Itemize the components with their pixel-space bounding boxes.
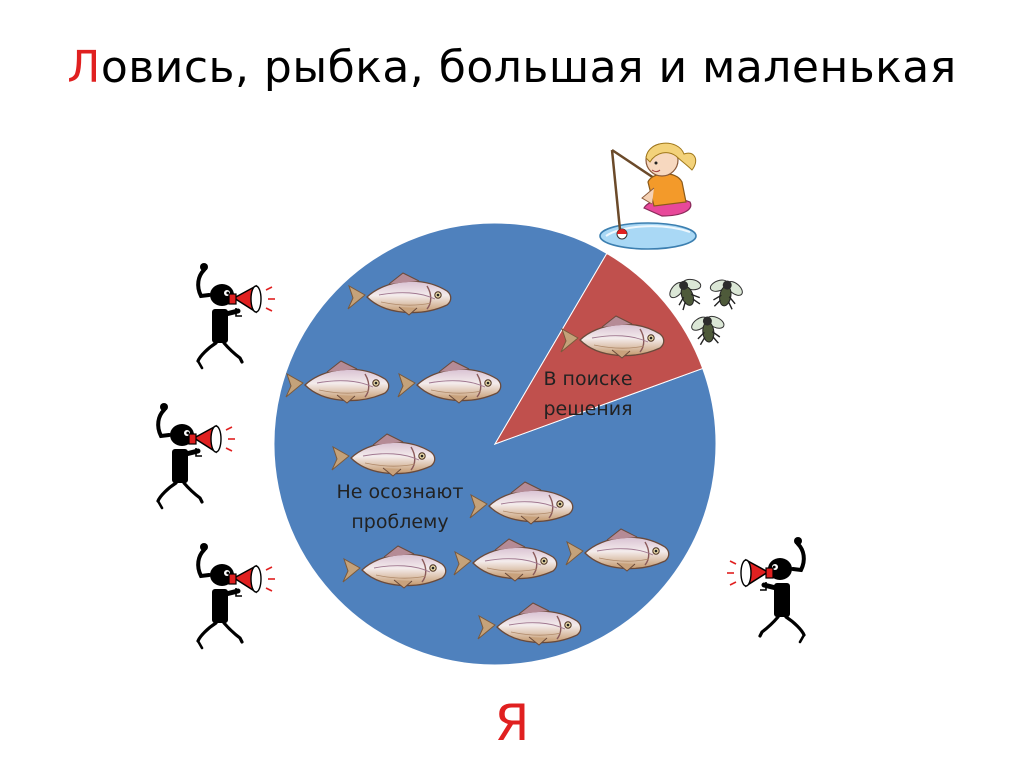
fishing-girl-icon <box>599 142 697 250</box>
slice-label-seeking-line1: В поиске <box>543 368 632 390</box>
slice-label-seeking-line2: решения <box>543 398 632 420</box>
title-first-letter: Л <box>67 42 101 93</box>
megaphone-person-icon <box>198 543 275 648</box>
footer-letter: Я <box>494 694 530 752</box>
fly-icon <box>704 274 748 312</box>
title-rest: овись, рыбка, большая и маленькая <box>100 42 957 93</box>
pie-chart <box>273 222 717 666</box>
pie-label-seeking: В поиске решения <box>543 368 632 420</box>
slice-label-unaware-line1: Не осознают <box>337 481 464 503</box>
slide-title: Ловись, рыбка, большая и маленькая <box>0 42 1024 93</box>
pie-label-unaware: Не осознают проблему <box>337 481 464 533</box>
megaphone-person-icon <box>198 263 275 368</box>
fly-icon <box>687 311 729 347</box>
slice-label-unaware-line2: проблему <box>351 511 448 533</box>
fly-icon <box>663 272 710 314</box>
megaphone-person-icon <box>158 403 235 508</box>
megaphone-person-icon <box>727 537 804 642</box>
